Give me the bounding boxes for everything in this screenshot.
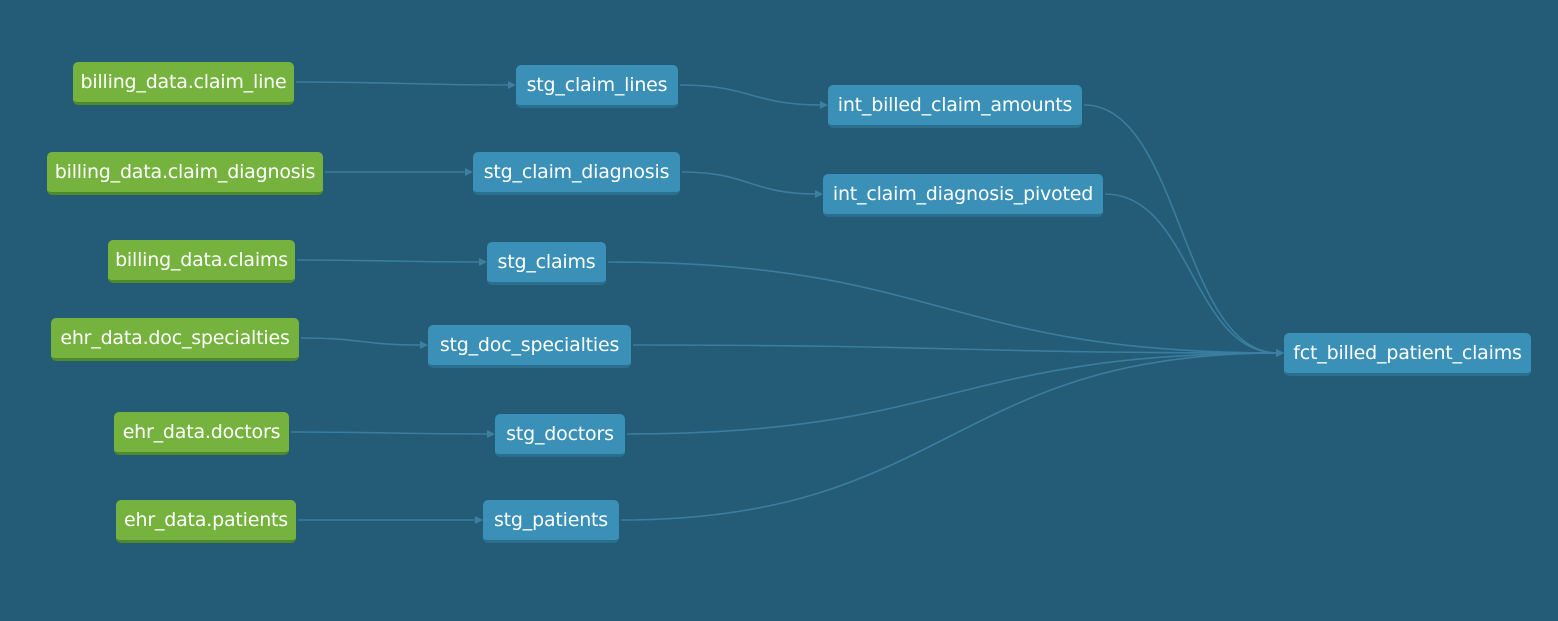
model-node-stg-claim-diagnosis[interactable]: stg_claim_diagnosis	[473, 152, 680, 195]
model-node-stg-claims[interactable]: stg_claims	[487, 242, 606, 285]
model-node-stg-doctors[interactable]: stg_doctors	[495, 414, 625, 457]
model-node-fct-billed-patient-claims[interactable]: fct_billed_patient_claims	[1284, 333, 1531, 376]
model-node-int-claim-diagnosis-pivoted[interactable]: int_claim_diagnosis_pivoted	[823, 174, 1103, 217]
source-node-billing-claim-diagnosis[interactable]: billing_data.claim_diagnosis	[47, 152, 323, 195]
source-node-ehr-patients[interactable]: ehr_data.patients	[116, 500, 296, 543]
edge-arrowhead-ehr_doctors-to-stg_doctors	[487, 430, 495, 438]
edge-int_claim_diagnosis_pivoted-to-fct_billed_patient_claims	[1104, 193, 1279, 354]
edge-arrowhead-stg_patients-to-fct_billed_patient_claims	[1276, 349, 1284, 357]
edge-arrowhead-ehr_doc_specialties-to-stg_doc_specialties	[420, 341, 428, 349]
model-node-stg-patients[interactable]: stg_patients	[483, 500, 619, 543]
source-node-ehr-doc-specialties[interactable]: ehr_data.doc_specialties	[51, 318, 299, 361]
edge-arrowhead-ehr_patients-to-stg_patients	[475, 516, 483, 524]
source-node-billing-claims[interactable]: billing_data.claims	[108, 240, 295, 283]
edge-billing_claims-to-stg_claims	[296, 259, 482, 263]
edge-arrowhead-billing_claims-to-stg_claims	[479, 258, 487, 266]
edge-arrowhead-stg_claim_lines-to-int_billed_claim_amounts	[820, 101, 828, 109]
edge-ehr_doc_specialties-to-stg_doc_specialties	[300, 337, 423, 346]
edge-stg_claim_diagnosis-to-int_claim_diagnosis_pivoted	[681, 171, 818, 195]
edge-arrowhead-billing_claim_line-to-stg_claim_lines	[508, 81, 516, 89]
edge-stg_claim_lines-to-int_billed_claim_amounts	[679, 84, 823, 106]
edge-stg_doctors-to-fct_billed_patient_claims	[626, 352, 1279, 435]
source-node-billing-claim-line[interactable]: billing_data.claim_line	[73, 62, 294, 105]
model-node-stg-doc-specialties[interactable]: stg_doc_specialties	[428, 325, 631, 368]
model-node-stg-claim-lines[interactable]: stg_claim_lines	[516, 65, 678, 108]
edge-stg_doc_specialties-to-fct_billed_patient_claims	[632, 344, 1279, 354]
edge-stg_patients-to-fct_billed_patient_claims	[620, 352, 1279, 521]
edge-arrowhead-stg_claim_diagnosis-to-int_claim_diagnosis_pivoted	[815, 190, 823, 198]
edge-ehr_doctors-to-stg_doctors	[290, 431, 490, 435]
edge-billing_claim_line-to-stg_claim_lines	[295, 81, 511, 86]
edge-arrowhead-billing_claim_diagnosis-to-stg_claim_diagnosis	[465, 168, 473, 176]
edge-int_billed_claim_amounts-to-fct_billed_patient_claims	[1083, 104, 1279, 354]
model-node-int-billed-claim-amounts[interactable]: int_billed_claim_amounts	[828, 85, 1082, 128]
source-node-ehr-doctors[interactable]: ehr_data.doctors	[114, 412, 289, 455]
edge-stg_claims-to-fct_billed_patient_claims	[607, 261, 1279, 354]
